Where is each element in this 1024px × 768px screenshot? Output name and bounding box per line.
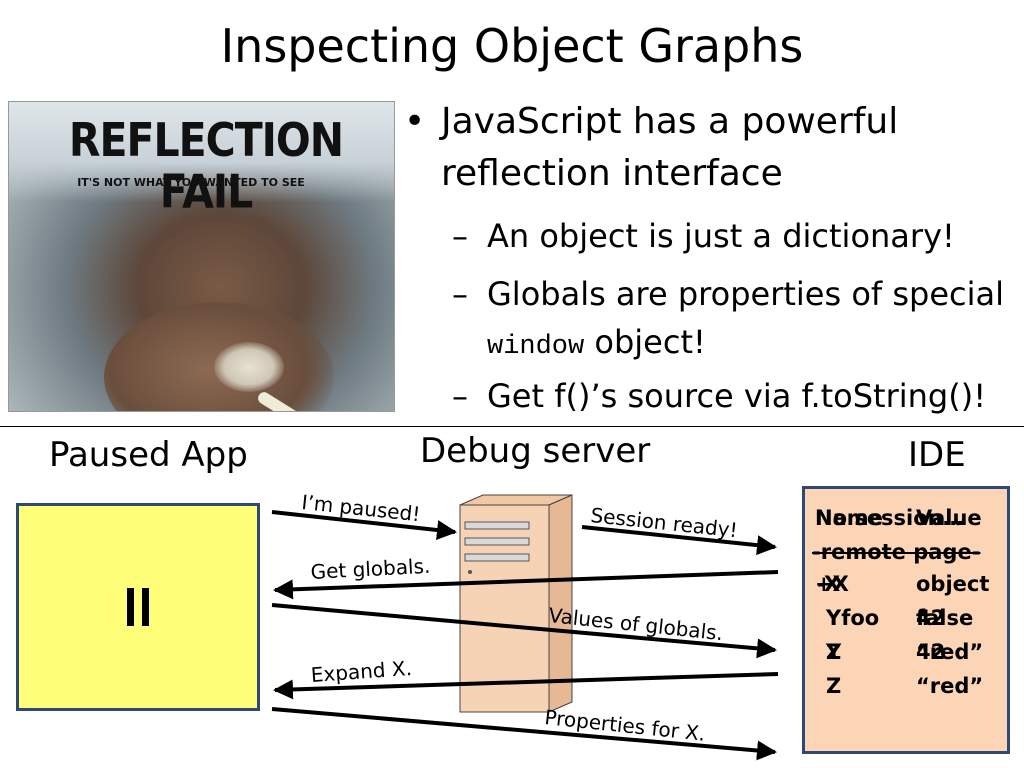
arrow-session-ready (581, 525, 777, 556)
ide-value-42b: 42 (916, 640, 946, 664)
ide-row-minus-x: -X (817, 572, 841, 596)
ide-row-yfoo: Yfoo (826, 606, 880, 630)
debug-server-label: Debug server (420, 431, 651, 471)
reflection-fail-meme-image: REFLECTION FAIL IT'S NOT WHAT YOU WANTED… (8, 101, 395, 412)
ide-value-object: object (916, 572, 990, 596)
sub-bullet-marker: – (452, 377, 468, 415)
ide-value-red: “red” (916, 640, 984, 664)
paused-app-box (16, 503, 260, 711)
arrow-properties-for-x (271, 707, 777, 761)
divider-line (0, 426, 1024, 427)
meme-headline: REFLECTION FAIL (68, 113, 344, 219)
walrus-whiskers (214, 342, 284, 392)
bullet-marker: • (404, 101, 426, 142)
ide-label: IDE (908, 435, 966, 475)
server-icon (459, 494, 573, 713)
arrow-im-paused (271, 510, 457, 540)
meme-subline: IT'S NOT WHAT YOU WANTED TO SEE (77, 176, 305, 189)
sub-bullet-marker: – (452, 217, 468, 255)
sub-bullet-2-part1: Globals are properties of special (487, 275, 1004, 313)
arrow-values-of-globals (271, 603, 777, 659)
ide-row-z-2: Z (826, 674, 842, 698)
pause-icon (19, 506, 257, 708)
sub-bullet-marker: – (452, 275, 468, 313)
ide-col-name: Name (815, 506, 883, 530)
ide-row-z: Z (826, 640, 842, 664)
ide-value-false: false (916, 606, 974, 630)
paused-app-label: Paused App (49, 435, 248, 475)
ide-panel (802, 486, 1010, 754)
ide-no-session: No session… (815, 506, 964, 530)
sub-bullet-3-text: Get f()’s source via f.toString()! (487, 377, 987, 415)
arrow-get-globals (273, 570, 779, 600)
ide-value-red-2: “red” (916, 674, 984, 698)
ide-row-plus-x: +X (815, 572, 849, 596)
window-code: window (487, 332, 585, 362)
ide-value-42: 42 (916, 606, 946, 630)
sub-bullet-1-text: An object is just a dictionary! (487, 217, 955, 255)
bullet-main-text: JavaScript has a powerful reflection int… (441, 101, 899, 194)
ide-col-value: Value (916, 506, 982, 530)
slide-title: Inspecting Object Graphs (220, 19, 804, 73)
meme-ice-backdrop (9, 102, 394, 202)
sub-bullet-2-part2: object! (594, 323, 706, 361)
ide-remote-page: -remote page- (812, 540, 981, 564)
arrow-expand-x (273, 672, 779, 700)
ide-row-y: Y (826, 640, 842, 664)
